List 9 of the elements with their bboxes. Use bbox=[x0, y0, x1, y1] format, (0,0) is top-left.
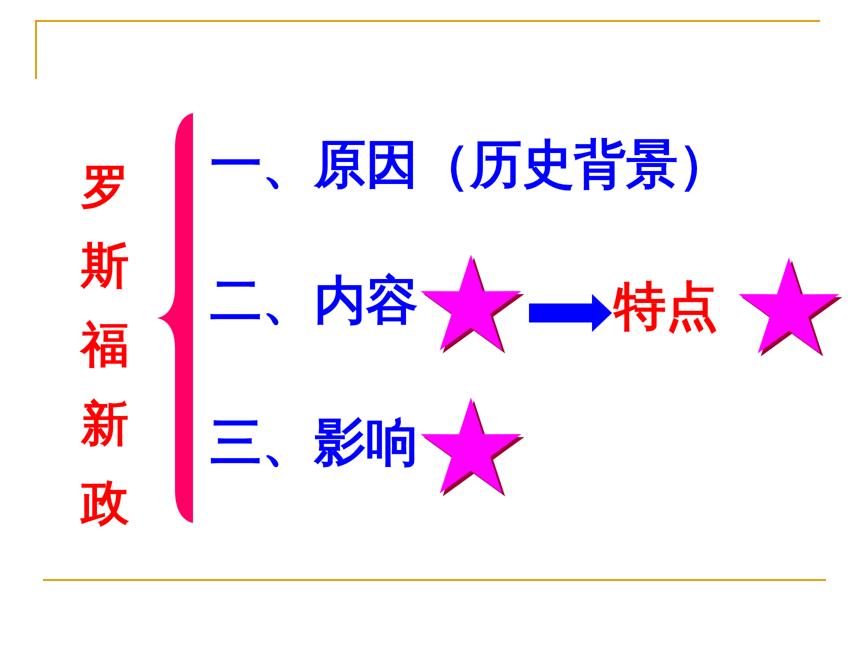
vertical-title: 罗斯福新政 bbox=[79, 158, 130, 533]
outline-item: 一、原因（历史背景） bbox=[210, 134, 730, 196]
star-icon bbox=[420, 254, 525, 354]
star-icon bbox=[738, 257, 843, 357]
outline-item: 二、内容 bbox=[210, 270, 418, 332]
key-label: 特点 bbox=[614, 276, 718, 338]
curly-brace bbox=[157, 113, 193, 523]
star-icon bbox=[420, 397, 525, 497]
outline-item: 三、影响 bbox=[210, 412, 418, 474]
